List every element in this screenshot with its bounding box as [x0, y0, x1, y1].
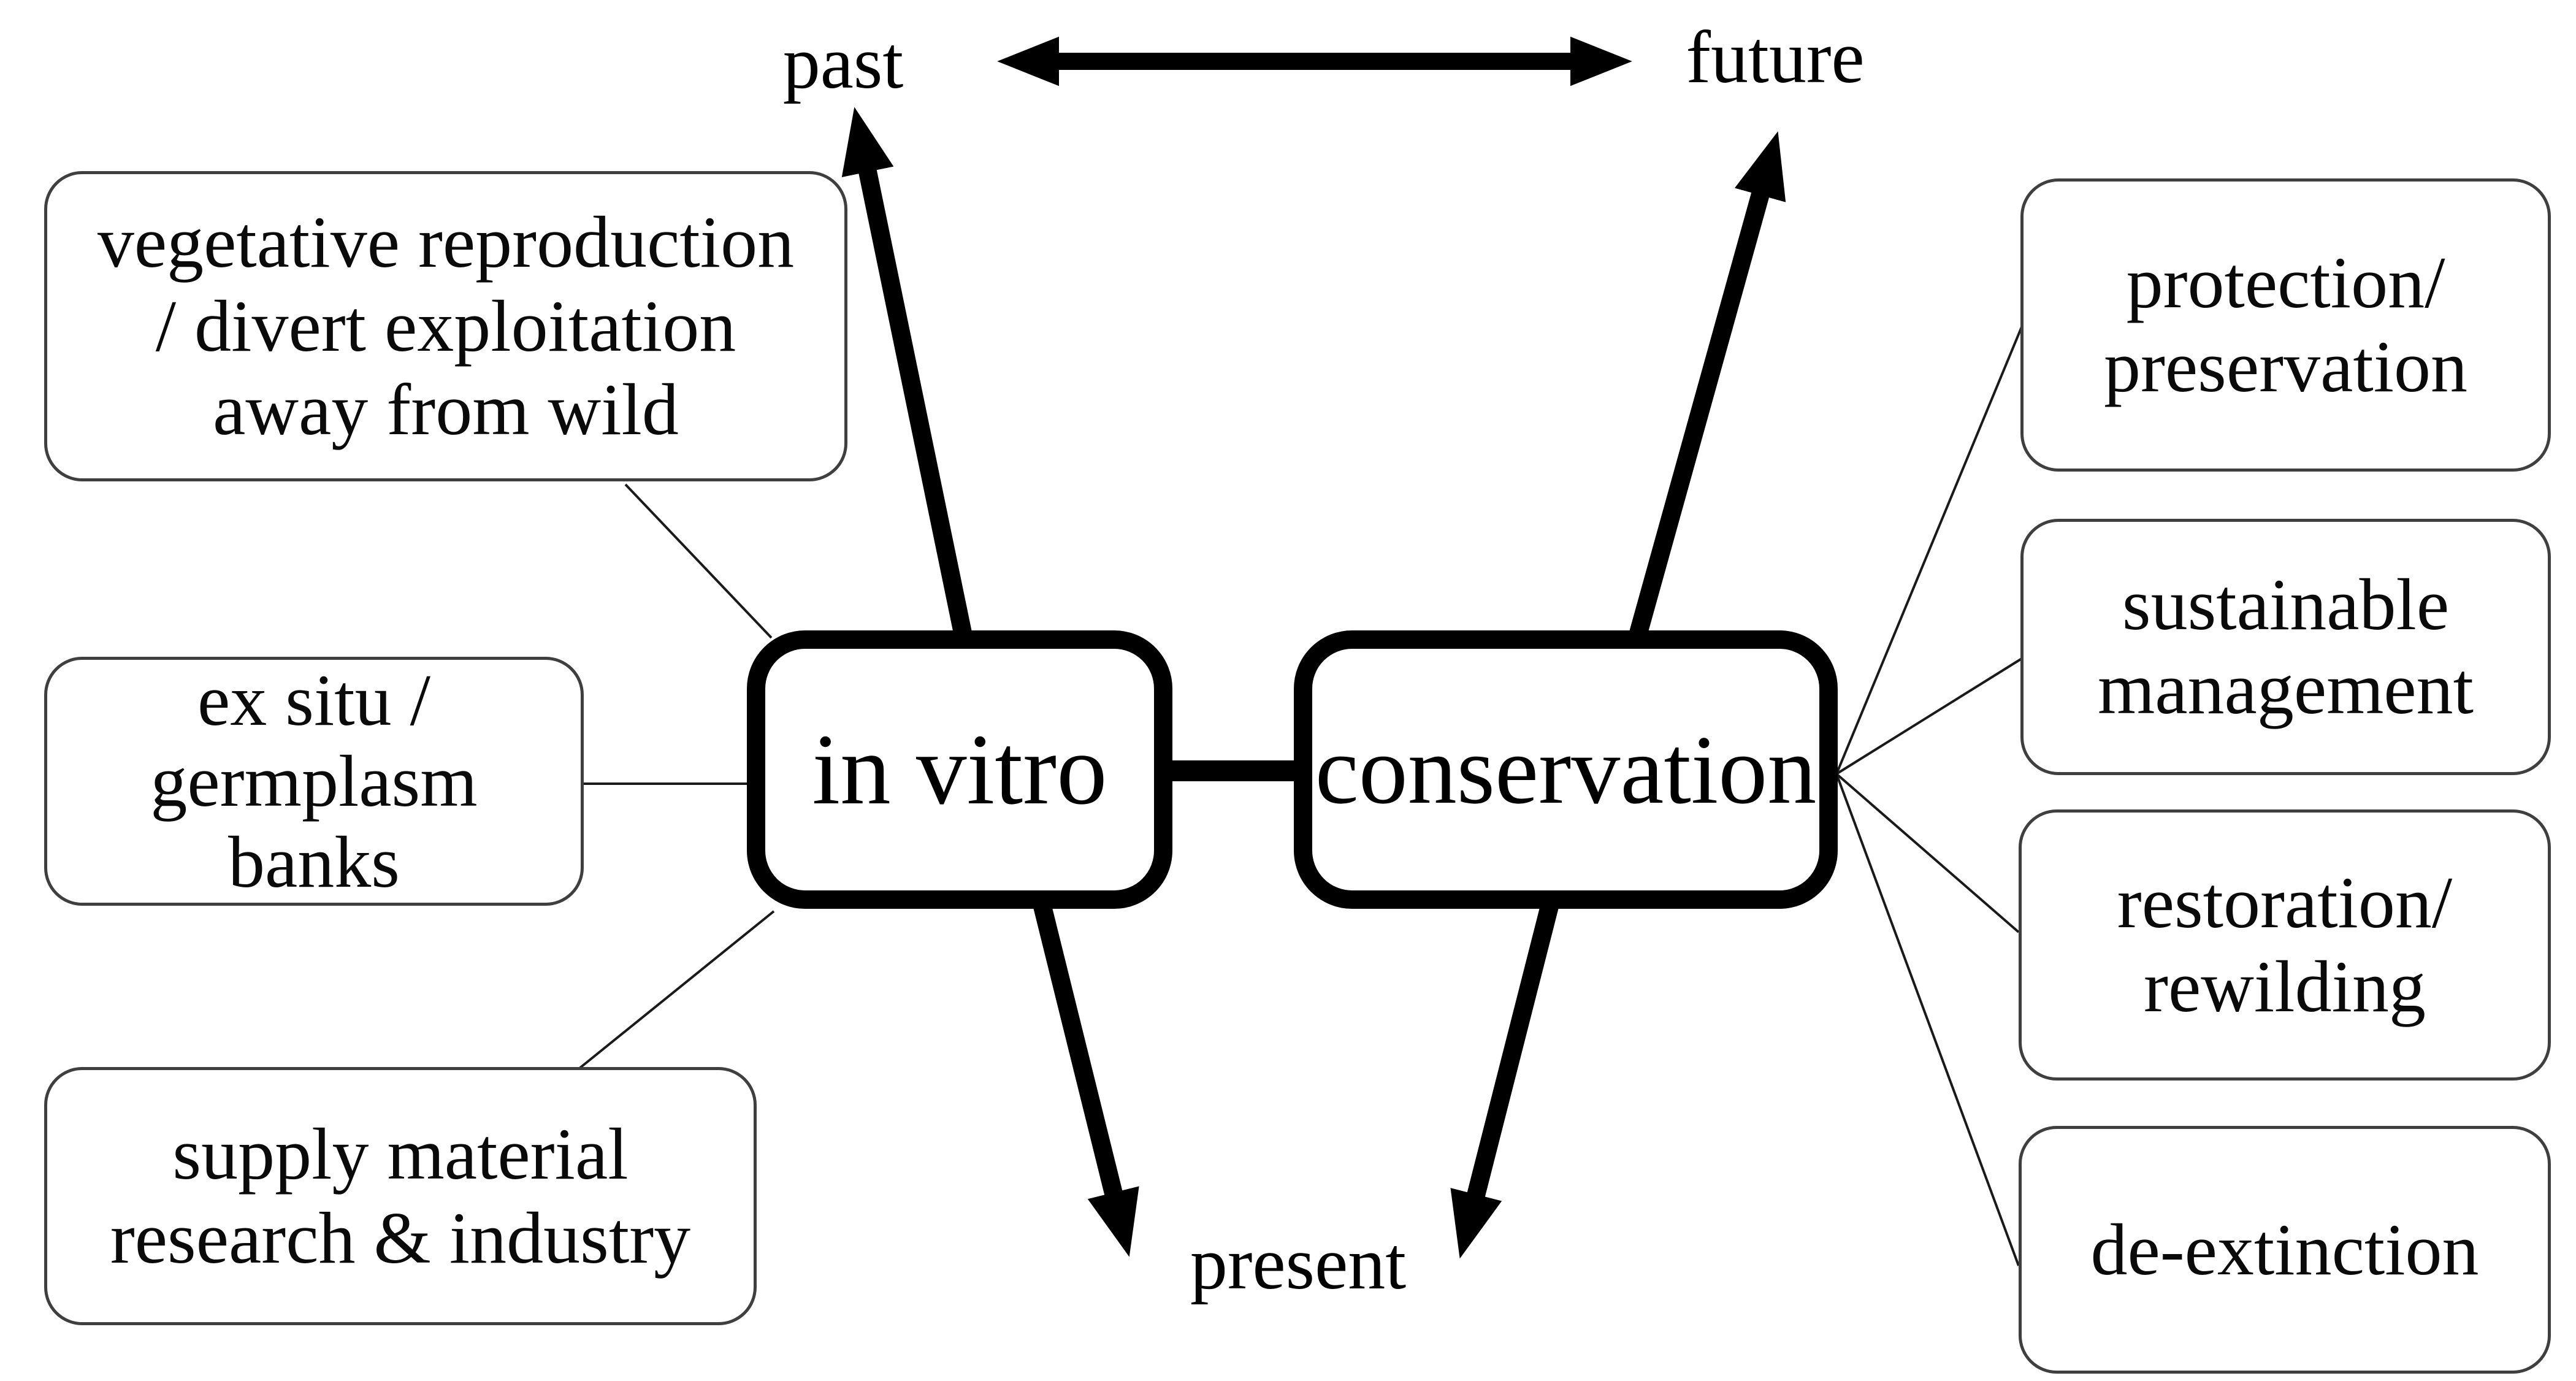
box-ex-situ-line: ex situ /: [197, 659, 430, 741]
box-restoration-line: restoration/: [2117, 862, 2453, 944]
label-present: present: [1190, 1222, 1407, 1305]
box-restoration-line: rewilding: [2144, 946, 2426, 1027]
box-vegetative-line: / divert exploitation: [155, 285, 736, 367]
arrow-invitro-to-present: [1033, 904, 1139, 1257]
label-future: future: [1686, 16, 1865, 99]
node-in-vitro: in vitro: [747, 630, 1172, 909]
box-vegetative-line: vegetative reproduction: [97, 201, 795, 283]
box-vegetative-line: away from wild: [213, 369, 679, 451]
arrow-conservation-to-present: [1450, 904, 1559, 1259]
box-supply-line: research & industry: [110, 1196, 691, 1279]
label-past: past: [782, 21, 904, 104]
connector-conservation-to-protection: [1835, 326, 2023, 775]
arrow-invitro-to-past: [841, 107, 972, 635]
connector-supply-to-invitro: [578, 910, 775, 1069]
box-vegetative-reproduction: vegetative reproduction / divert exploit…: [44, 171, 847, 481]
box-protection-line: preservation: [2103, 326, 2468, 407]
box-sustainable-line: management: [2097, 648, 2474, 729]
node-in-vitro-label: in vitro: [812, 713, 1107, 825]
box-protection-preservation: protection/ preservation: [2020, 178, 2551, 472]
box-protection-line: protection/: [2126, 242, 2445, 324]
box-ex-situ: ex situ / germplasm banks: [44, 657, 584, 906]
box-ex-situ-line: banks: [228, 821, 400, 903]
box-de-extinction: de-extinction: [2019, 1126, 2551, 1374]
connector-conservation-to-sustainable: [1835, 657, 2023, 775]
node-conservation-label: conservation: [1315, 714, 1817, 824]
node-conservation: conservation: [1294, 630, 1838, 909]
arrow-conservation-to-future: [1629, 131, 1786, 636]
box-restoration-rewilding: restoration/ rewilding: [2019, 809, 2551, 1081]
box-supply-line: supply material: [172, 1112, 629, 1195]
connector-conservation-to-restoration: [1835, 773, 2020, 933]
connector-vegetative-to-invitro: [624, 483, 773, 639]
box-de-extinction-line: de-extinction: [2090, 1208, 2479, 1290]
connector-conservation-to-deextinction: [1835, 773, 2020, 1266]
box-supply-material: supply material research & industry: [44, 1067, 757, 1325]
box-sustainable-line: sustainable: [2122, 564, 2450, 646]
box-ex-situ-line: germplasm: [150, 740, 478, 822]
box-sustainable-management: sustainable management: [2020, 519, 2551, 775]
